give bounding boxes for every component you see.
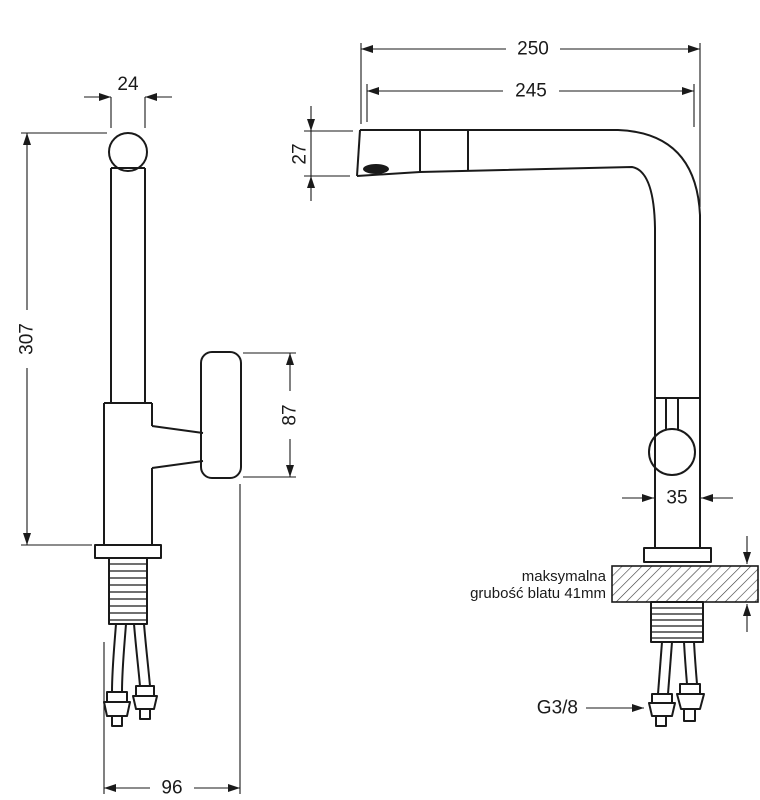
- base-flange: [94, 544, 162, 559]
- hose-right-nut: [132, 695, 158, 710]
- dim-spout-height-label: 27: [290, 143, 311, 164]
- countertop-hatch: [611, 565, 759, 603]
- aerator-outlet: [363, 164, 389, 174]
- dimensions-left-view: [15, 93, 302, 800]
- dim-handle-length-label: 87: [280, 404, 301, 425]
- spout-inner: [356, 166, 656, 548]
- hose-front-left: [657, 641, 663, 695]
- right-view-faucet: [356, 129, 712, 727]
- spray-head-tip: [356, 129, 361, 177]
- spout-outer: [360, 129, 701, 548]
- handle-lever: [200, 351, 242, 479]
- hose-left-nut: [103, 701, 131, 717]
- countertop-note-line1: maksymalna: [522, 568, 607, 585]
- threaded-stem: [108, 557, 148, 625]
- dim-base-depth-label: 96: [161, 778, 182, 799]
- hose-right: [133, 623, 141, 687]
- thread-size-label: G3/8: [537, 698, 578, 719]
- dim-pipe-width-label: 24: [117, 74, 139, 95]
- left-view-faucet: [94, 132, 242, 727]
- hose-left: [111, 623, 117, 693]
- dim-spout-reach-label: 245: [515, 81, 547, 102]
- thread-hatch: [109, 563, 147, 621]
- handle-knob: [648, 428, 696, 476]
- countertop-section: [611, 565, 759, 603]
- thread-hatch-front: [651, 607, 703, 639]
- g38-nut: [648, 702, 676, 717]
- countertop-note-line2: grubość blatu 41mm: [470, 585, 606, 602]
- dimensions-right-view: [289, 37, 751, 712]
- dimension-labels: 24 307 87 96 250 245 27 35 maksymalna gr…: [17, 39, 688, 799]
- dim-total-height-label: 307: [17, 323, 38, 355]
- hose-front-right: [683, 641, 688, 685]
- dim-body-width-label: 35: [666, 488, 687, 509]
- faucet-top-cap: [108, 132, 148, 172]
- base-flange-front: [643, 547, 712, 563]
- dim-spout-total-label: 250: [517, 39, 549, 60]
